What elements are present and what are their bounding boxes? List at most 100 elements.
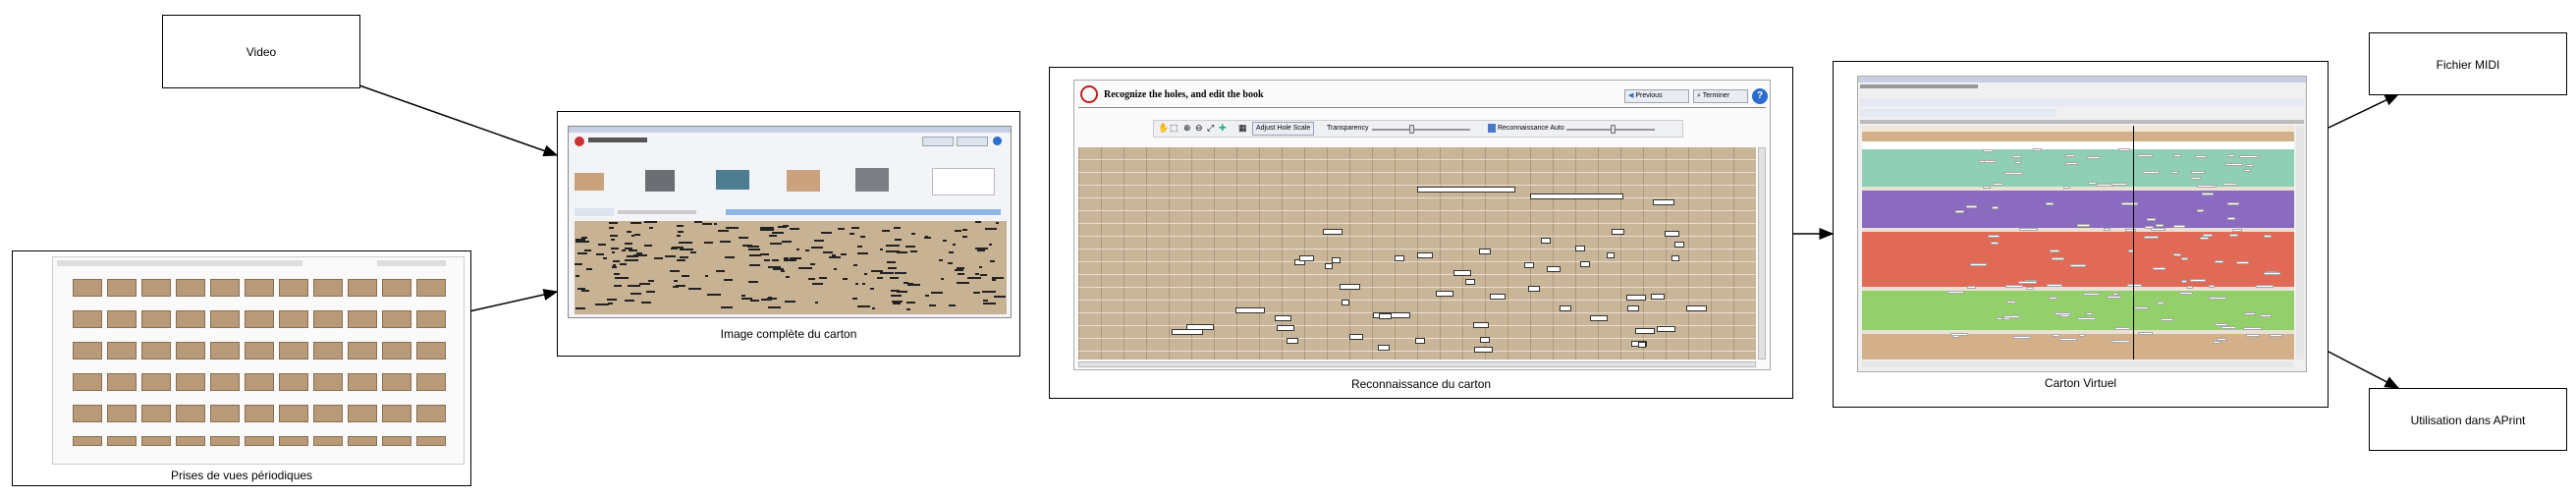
note-hole[interactable]: [2227, 154, 2235, 157]
note-hole[interactable]: [2005, 285, 2023, 288]
zoom-slider[interactable]: [618, 210, 696, 214]
photo-thumbnail[interactable]: [176, 279, 205, 297]
note-hole[interactable]: [2190, 279, 2206, 282]
recognized-hole[interactable]: [1638, 342, 1646, 348]
note-hole[interactable]: [1988, 235, 2000, 238]
note-hole[interactable]: [2209, 297, 2226, 300]
recognized-hole[interactable]: [1547, 266, 1561, 272]
recognized-hole[interactable]: [1480, 337, 1490, 343]
photo-thumbnail[interactable]: [279, 373, 308, 391]
recognized-hole[interactable]: [1528, 286, 1540, 292]
recognized-hole[interactable]: [1474, 347, 1493, 353]
photo-thumbnail[interactable]: [245, 342, 274, 360]
note-hole[interactable]: [2134, 306, 2149, 309]
note-hole[interactable]: [2137, 154, 2153, 157]
recognized-hole[interactable]: [1342, 300, 1349, 305]
note-hole[interactable]: [2114, 327, 2130, 330]
select-tool-icon[interactable]: ⬚: [1170, 123, 1178, 133]
recognized-hole[interactable]: [1651, 294, 1665, 300]
recognized-hole[interactable]: [1325, 263, 1333, 269]
note-hole[interactable]: [2015, 161, 2021, 164]
note-hole[interactable]: [1992, 206, 1999, 209]
note-hole[interactable]: [2215, 323, 2227, 326]
recognized-hole[interactable]: [1299, 255, 1314, 261]
note-hole[interactable]: [2083, 293, 2100, 296]
note-hole[interactable]: [2243, 327, 2262, 330]
note-hole[interactable]: [1993, 183, 2003, 186]
photo-thumbnail[interactable]: [416, 342, 446, 360]
help-icon[interactable]: ?: [1752, 88, 1768, 104]
photo-thumbnail[interactable]: [382, 310, 411, 328]
recognized-hole[interactable]: [1473, 322, 1489, 328]
type-thumb-5[interactable]: [855, 168, 889, 192]
recognized-hole[interactable]: [1657, 326, 1675, 332]
note-hole[interactable]: [1967, 286, 1976, 289]
recognized-hole[interactable]: [1580, 261, 1590, 267]
photo-thumbnail[interactable]: [107, 279, 137, 297]
note-hole[interactable]: [2125, 229, 2136, 232]
photo-thumbnail[interactable]: [107, 373, 137, 391]
note-hole[interactable]: [2104, 228, 2110, 231]
previous-button[interactable]: [922, 137, 954, 146]
photo-thumbnail[interactable]: [348, 405, 377, 422]
transparency-slider[interactable]: [1372, 129, 1470, 131]
note-hole[interactable]: [2127, 284, 2142, 287]
note-hole[interactable]: [2197, 209, 2204, 212]
photo-thumbnail[interactable]: [348, 310, 377, 328]
type-select-panel[interactable]: [932, 168, 995, 195]
recognized-hole[interactable]: [1235, 307, 1265, 313]
note-hole[interactable]: [2079, 334, 2085, 337]
photo-thumbnail[interactable]: [313, 279, 343, 297]
note-hole[interactable]: [2236, 261, 2249, 264]
recognized-hole[interactable]: [1417, 252, 1433, 258]
note-hole[interactable]: [2077, 224, 2090, 227]
recognized-hole[interactable]: [1524, 262, 1534, 268]
photo-thumbnail[interactable]: [382, 373, 411, 391]
note-hole[interactable]: [2246, 164, 2254, 167]
recognized-hole[interactable]: [1674, 242, 1684, 248]
note-hole[interactable]: [2026, 287, 2034, 290]
note-hole[interactable]: [2112, 293, 2118, 296]
photo-thumbnail[interactable]: [141, 279, 171, 297]
zoom-in-icon[interactable]: ⊕: [1183, 123, 1191, 133]
photo-thumbnail[interactable]: [73, 279, 102, 297]
note-hole[interactable]: [2004, 172, 2023, 175]
recognized-hole[interactable]: [1323, 229, 1343, 235]
toolbar-row-1[interactable]: [1860, 98, 2304, 106]
photo-thumbnail[interactable]: [141, 373, 171, 391]
photo-thumbnail[interactable]: [348, 373, 377, 391]
photo-thumbnail[interactable]: [176, 310, 205, 328]
note-hole[interactable]: [2145, 226, 2154, 229]
note-hole[interactable]: [2003, 315, 2020, 318]
photo-thumbnail[interactable]: [73, 342, 102, 360]
recognized-hole[interactable]: [1373, 312, 1410, 318]
note-hole[interactable]: [2111, 183, 2127, 186]
photo-thumbnail[interactable]: [416, 373, 446, 391]
note-hole[interactable]: [2200, 237, 2209, 240]
note-hole[interactable]: [2229, 234, 2238, 237]
type-thumb-2[interactable]: [645, 170, 675, 192]
note-hole[interactable]: [2053, 334, 2059, 337]
note-hole[interactable]: [2217, 338, 2226, 341]
snap-icon[interactable]: ✚: [1219, 123, 1227, 133]
note-hole[interactable]: [2006, 301, 2016, 304]
note-hole[interactable]: [1970, 263, 1987, 266]
recognized-hole[interactable]: [1635, 328, 1655, 334]
note-hole[interactable]: [2138, 332, 2153, 335]
type-thumb-4[interactable]: [787, 170, 820, 192]
photo-thumbnail[interactable]: [107, 405, 137, 422]
photo-thumbnail[interactable]: [73, 405, 102, 422]
note-hole[interactable]: [2142, 171, 2160, 174]
recognized-hole[interactable]: [1627, 305, 1639, 311]
photo-thumbnail[interactable]: [416, 405, 446, 422]
note-hole[interactable]: [2209, 285, 2215, 288]
note-hole[interactable]: [2156, 224, 2164, 227]
recognized-hole[interactable]: [1395, 255, 1404, 261]
photo-thumbnail[interactable]: [416, 436, 446, 446]
note-hole[interactable]: [2047, 284, 2062, 287]
photo-thumbnail[interactable]: [107, 310, 137, 328]
recognized-hole[interactable]: [1349, 334, 1363, 340]
recognized-hole[interactable]: [1287, 338, 1298, 344]
recognized-hole[interactable]: [1490, 294, 1506, 300]
note-hole[interactable]: [2144, 236, 2159, 239]
